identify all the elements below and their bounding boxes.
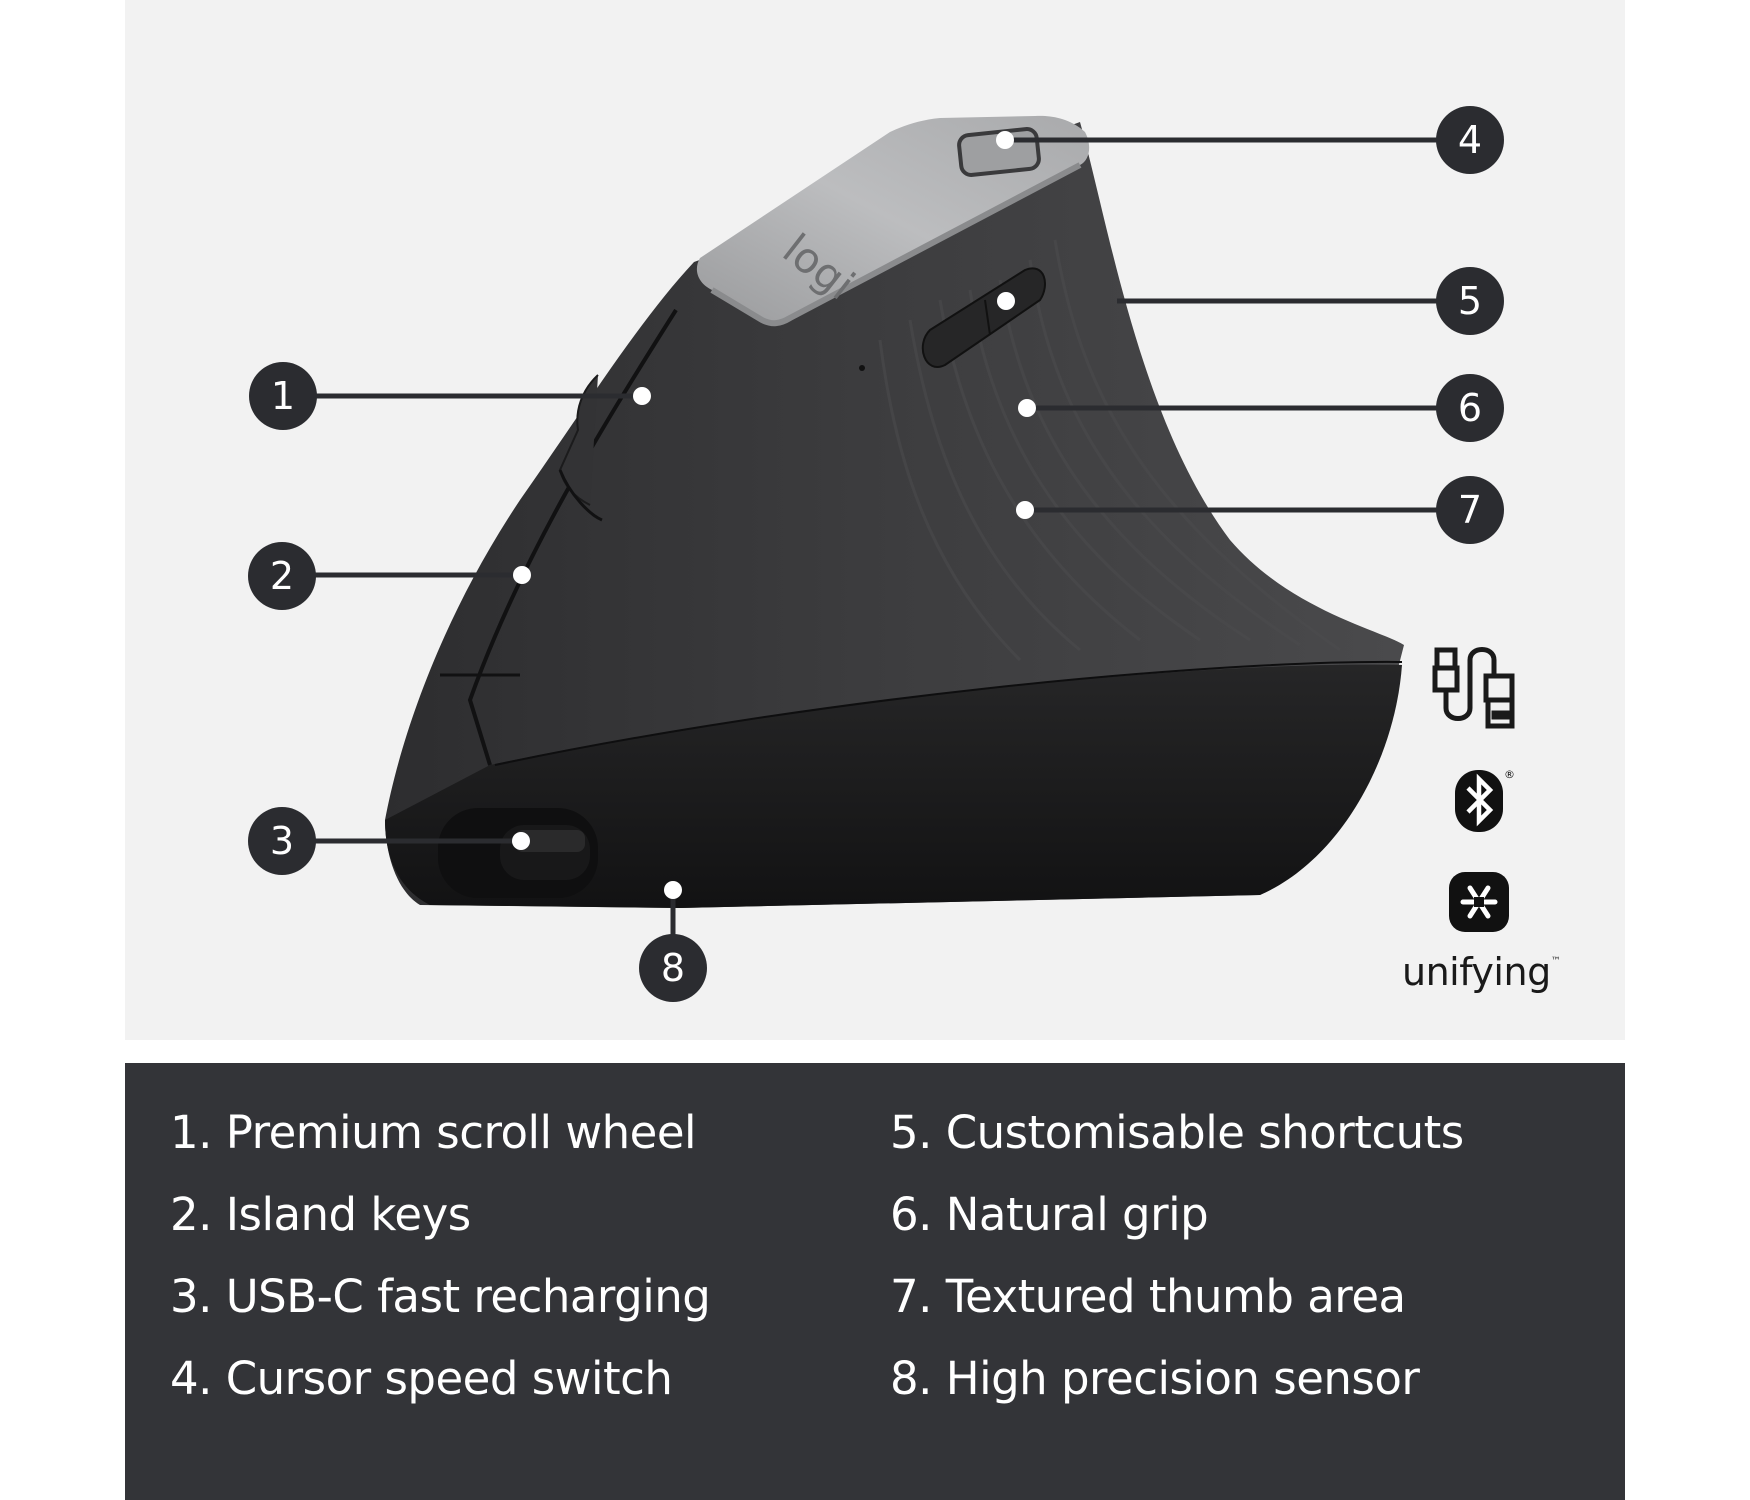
unifying-label: unifying™: [1402, 950, 1561, 994]
svg-text:6: 6: [1458, 386, 1482, 430]
svg-text:1: 1: [271, 374, 295, 418]
svg-text:4: 4: [1458, 118, 1482, 162]
callout-5: 5: [1436, 267, 1504, 335]
mouse-body: [385, 122, 1404, 908]
silver-top-cap: logi: [696, 115, 1090, 327]
shortcut-switch: [921, 267, 1046, 368]
callout-8: 8: [639, 934, 707, 1002]
svg-text:7: 7: [1458, 488, 1482, 532]
callout-dots: [512, 131, 1036, 899]
usb-cable-icon: [1432, 647, 1515, 729]
feature-item-3: 3. USB-C fast recharging: [170, 1270, 711, 1323]
callout-1: 1: [249, 362, 317, 430]
bluetooth-icon: ®: [1455, 768, 1515, 832]
feature-item-1: 1. Premium scroll wheel: [170, 1106, 697, 1159]
feature-item-6: 6. Natural grip: [890, 1188, 1209, 1241]
feature-item-7: 7. Textured thumb area: [890, 1270, 1406, 1323]
svg-text:2: 2: [270, 554, 294, 598]
features-list: 1. Premium scroll wheel 5. Customisable …: [170, 1105, 1590, 1407]
feature-item-5: 5. Customisable shortcuts: [890, 1106, 1464, 1159]
callout-lines: [282, 137, 1470, 968]
feature-item-8: 8. High precision sensor: [890, 1352, 1420, 1405]
feature-item-4: 4. Cursor speed switch: [170, 1352, 673, 1405]
usb-c-port: [438, 808, 598, 898]
callout-4: 4: [1436, 106, 1504, 174]
callout-2: 2: [248, 542, 316, 610]
feature-item-2: 2. Island keys: [170, 1188, 471, 1241]
svg-text:8: 8: [661, 946, 685, 990]
features-panel: [125, 1063, 1625, 1500]
mouse-illustration: logi 1 2 3 4 5: [248, 106, 1504, 1002]
unifying-icon: [1449, 872, 1509, 932]
svg-text:5: 5: [1458, 279, 1482, 323]
callout-6: 6: [1436, 374, 1504, 442]
connectivity-icons: ®: [1400, 640, 1580, 954]
callout-7: 7: [1436, 476, 1504, 544]
callout-3: 3: [248, 807, 316, 875]
svg-text:3: 3: [270, 819, 294, 863]
svg-text:®: ®: [1504, 768, 1515, 781]
